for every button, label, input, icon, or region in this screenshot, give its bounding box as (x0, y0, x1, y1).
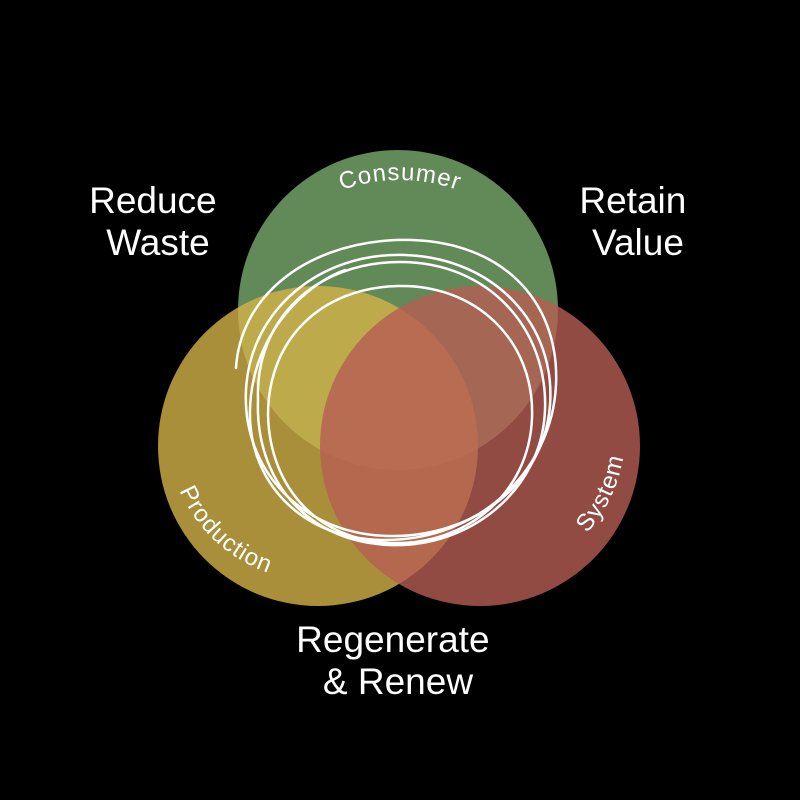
regenerate-renew-label: Regenerate & Renew (296, 619, 500, 702)
reduce-waste-label: Reduce Waste (89, 180, 227, 263)
system-circle (320, 286, 640, 606)
scribble-loops (234, 238, 558, 547)
retain-value-label: Retain Value (579, 180, 696, 263)
